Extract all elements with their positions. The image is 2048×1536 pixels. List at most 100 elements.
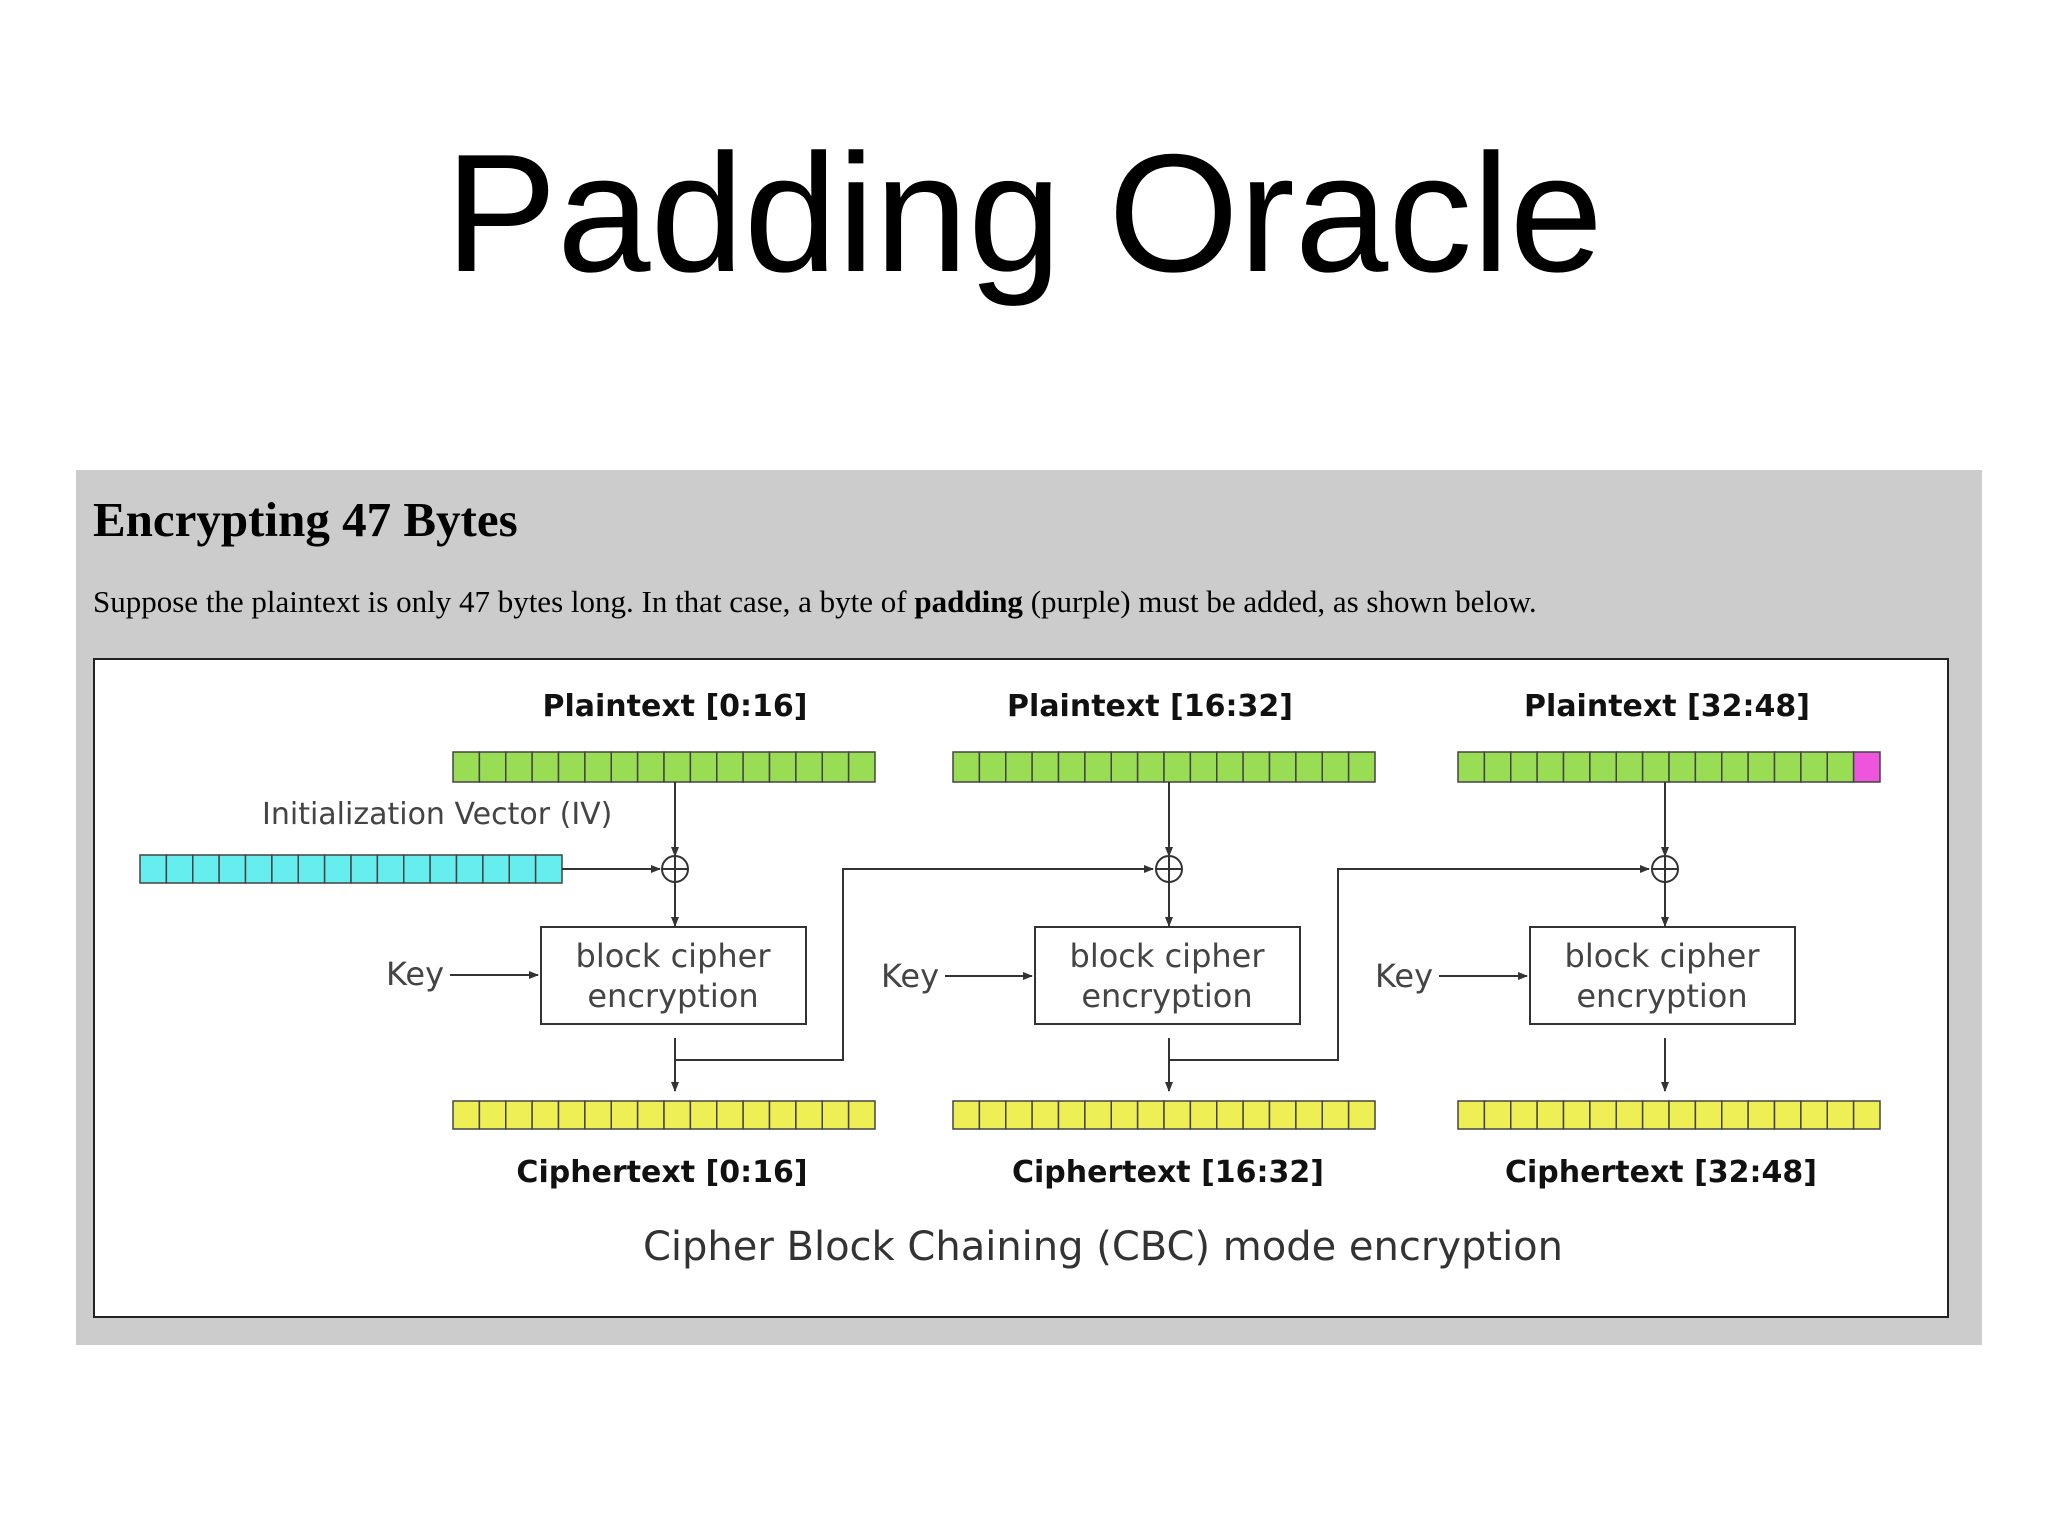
plaintext-byte xyxy=(1295,751,1323,783)
iv-byte xyxy=(350,854,379,884)
ciphertext-byte xyxy=(557,1100,586,1130)
plaintext-byte xyxy=(1562,751,1591,783)
ciphertext-byte xyxy=(768,1100,797,1130)
ciphertext-byte xyxy=(716,1100,744,1130)
ciphertext-byte xyxy=(847,1100,876,1130)
plaintext-byte xyxy=(1747,751,1776,783)
plaintext-label-0: Plaintext [0:16] xyxy=(542,689,807,724)
ciphertext-byte xyxy=(1721,1100,1749,1130)
plaintext-byte xyxy=(716,751,744,783)
plaintext-byte xyxy=(610,751,639,783)
block-cipher-line2-2: encryption xyxy=(1576,977,1747,1015)
plaintext-byte xyxy=(847,751,876,783)
plaintext-byte xyxy=(1483,751,1512,783)
plaintext-byte xyxy=(1242,751,1271,783)
plaintext-byte xyxy=(1347,751,1376,783)
ciphertext-byte xyxy=(636,1100,665,1130)
plaintext-byte xyxy=(557,751,586,783)
plaintext-byte xyxy=(978,751,1007,783)
ciphertext-byte xyxy=(1747,1100,1776,1130)
plaintext-byte xyxy=(1005,751,1033,783)
ciphertext-byte xyxy=(1641,1100,1670,1130)
iv-byte xyxy=(482,854,510,884)
ciphertext-byte xyxy=(1268,1100,1297,1130)
plaintext-byte xyxy=(505,751,533,783)
iv-byte xyxy=(139,854,168,884)
plaintext-label-1: Plaintext [16:32] xyxy=(1007,689,1293,724)
plaintext-byte xyxy=(584,751,612,783)
padding-term: padding xyxy=(914,584,1023,619)
ciphertext-byte xyxy=(610,1100,639,1130)
plaintext-byte xyxy=(1721,751,1749,783)
ciphertext-byte xyxy=(1321,1100,1350,1130)
ciphertext-byte xyxy=(978,1100,1007,1130)
ciphertext-byte xyxy=(1457,1100,1486,1130)
plaintext-byte xyxy=(1800,751,1828,783)
ciphertext-byte xyxy=(1800,1100,1828,1130)
ciphertext-byte xyxy=(1589,1100,1617,1130)
plaintext-byte xyxy=(1163,751,1192,783)
plaintext-byte xyxy=(821,751,850,783)
xor-icon-2 xyxy=(1651,855,1679,883)
block-cipher-box-2 xyxy=(1529,926,1796,1025)
plaintext-byte xyxy=(1641,751,1670,783)
ciphertext-byte xyxy=(1031,1100,1060,1130)
iv-byte xyxy=(244,854,273,884)
ciphertext-byte xyxy=(1826,1100,1855,1130)
ciphertext-byte xyxy=(663,1100,692,1130)
ciphertext-byte xyxy=(1510,1100,1538,1130)
xor-icon-0 xyxy=(661,855,689,883)
plaintext-byte xyxy=(663,751,692,783)
plaintext-byte xyxy=(478,751,507,783)
ciphertext-label-0: Ciphertext [0:16] xyxy=(516,1155,807,1190)
plaintext-byte xyxy=(1694,751,1723,783)
iv-byte xyxy=(455,854,484,884)
ciphertext-byte xyxy=(1084,1100,1112,1130)
plaintext-byte xyxy=(531,751,560,783)
plaintext-byte xyxy=(636,751,665,783)
key-label-0: Key xyxy=(386,955,444,993)
chain-arrow-1-to-2 xyxy=(1169,865,1650,1061)
ciphertext-byte xyxy=(452,1100,481,1130)
ciphertext-byte xyxy=(478,1100,507,1130)
ciphertext-byte xyxy=(1694,1100,1723,1130)
plaintext-byte xyxy=(1268,751,1297,783)
ciphertext-byte xyxy=(1773,1100,1802,1130)
plaintext-bytes-2 xyxy=(1457,751,1881,783)
diagram-caption: Cipher Block Chaining (CBC) mode encrypt… xyxy=(643,1224,1563,1270)
description-text-start: Suppose the plaintext is only 47 bytes l… xyxy=(93,584,915,619)
plaintext-byte xyxy=(795,751,823,783)
plaintext-byte xyxy=(1189,751,1218,783)
plaintext-bytes-0 xyxy=(452,751,876,783)
ciphertext-bytes-2 xyxy=(1457,1100,1881,1130)
key-label-1: Key xyxy=(881,957,939,995)
ciphertext-bytes-0 xyxy=(452,1100,876,1130)
plaintext-byte xyxy=(689,751,718,783)
block-cipher-box-1 xyxy=(1034,926,1301,1025)
plaintext-byte xyxy=(1536,751,1565,783)
plaintext-byte xyxy=(1110,751,1139,783)
plaintext-bytes-1 xyxy=(952,751,1376,783)
plaintext-byte xyxy=(1615,751,1644,783)
iv-byte xyxy=(218,854,247,884)
iv-byte xyxy=(271,854,299,884)
xor-icon-1 xyxy=(1155,855,1183,883)
ciphertext-byte xyxy=(821,1100,850,1130)
description-text-end: (purple) must be added, as shown below. xyxy=(1022,584,1537,619)
ciphertext-byte xyxy=(1668,1100,1697,1130)
plaintext-byte xyxy=(1031,751,1060,783)
plaintext-byte xyxy=(1136,751,1165,783)
ciphertext-byte xyxy=(1110,1100,1139,1130)
block-cipher-line1-0: block cipher xyxy=(576,937,772,975)
ciphertext-byte xyxy=(584,1100,612,1130)
ciphertext-byte xyxy=(505,1100,533,1130)
iv-label: Initialization Vector (IV) xyxy=(262,797,612,832)
cbc-diagram-svg: Plaintext [0:16] Plaintext [16:32] Plain… xyxy=(139,689,1881,1270)
padding-byte xyxy=(1852,751,1881,783)
ciphertext-byte xyxy=(1615,1100,1644,1130)
plaintext-byte xyxy=(1057,751,1086,783)
plaintext-byte xyxy=(1773,751,1802,783)
plaintext-byte xyxy=(952,751,981,783)
ciphertext-byte xyxy=(1163,1100,1192,1130)
ciphertext-byte xyxy=(952,1100,981,1130)
